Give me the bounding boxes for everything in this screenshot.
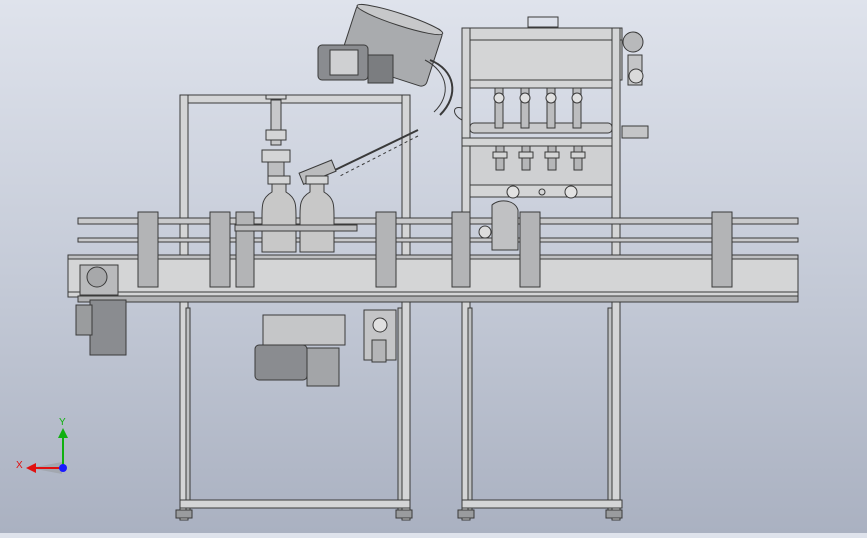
pneumatic-valve-block	[621, 31, 649, 139]
conveyor-motor	[75, 264, 127, 356]
x-axis-label: X	[16, 460, 23, 471]
bottles	[234, 175, 519, 253]
coordinate-triad: Y X	[16, 417, 68, 474]
z-axis-dot-icon	[59, 464, 67, 472]
cap-hopper	[298, 3, 454, 185]
filling-manifold	[454, 31, 649, 171]
conveyor	[67, 211, 799, 303]
y-axis-label: Y	[59, 417, 66, 428]
nozzles	[492, 145, 586, 171]
capper-motor	[254, 314, 346, 387]
capper-frame	[175, 94, 413, 521]
pneumatic-regulator	[363, 309, 397, 363]
dosing-valves	[493, 87, 583, 129]
capping-head	[261, 94, 291, 181]
hopper-motor-icon	[317, 44, 394, 84]
conveyor-guides	[137, 211, 733, 288]
